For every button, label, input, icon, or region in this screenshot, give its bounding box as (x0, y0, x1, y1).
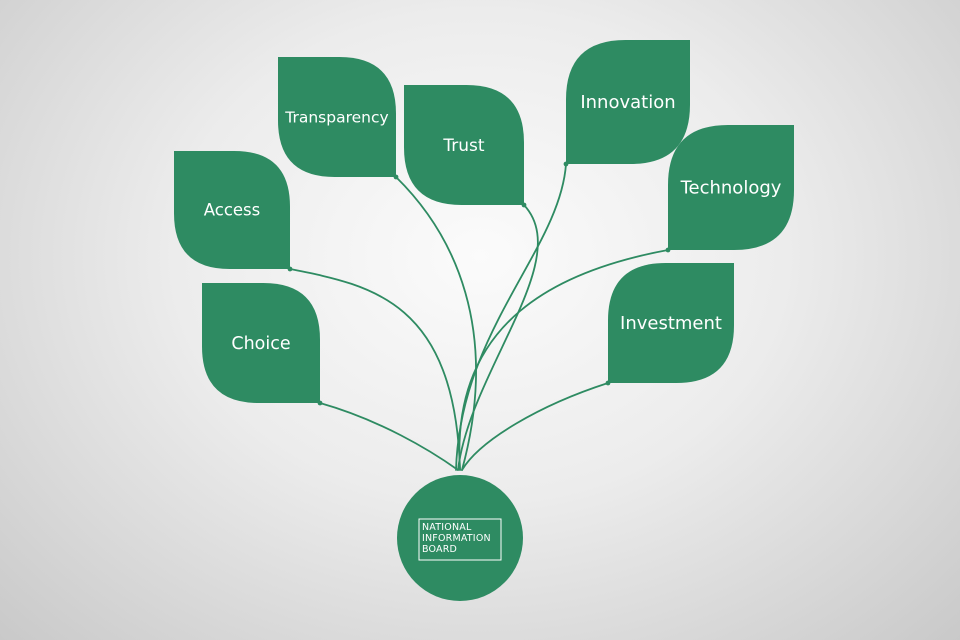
leaf-label-technology: Technology (680, 178, 782, 199)
leaf-label-investment: Investment (620, 313, 722, 334)
stem-transparency (395, 176, 477, 471)
leaf-technology: Technology (668, 125, 794, 250)
leaf-label-trust: Trust (442, 136, 485, 156)
leaf-trust: Trust (404, 85, 524, 205)
stem-investment (461, 382, 609, 471)
leaf-shape-access (174, 151, 290, 269)
stem-trust (457, 204, 539, 471)
leaf-investment: Investment (608, 263, 734, 383)
stem-technology (458, 249, 669, 471)
leaf-shape-technology (668, 125, 794, 250)
leaf-shape-transparency (278, 57, 396, 177)
leaf-shape-innovation (566, 40, 690, 164)
leaf-label-transparency: Transparency (284, 109, 388, 127)
leaf-choice: Choice (202, 283, 320, 403)
national-information-board-logo: NATIONAL INFORMATION BOARD (418, 518, 502, 561)
hub-disc (397, 475, 523, 601)
leaf-access: Access (174, 151, 290, 269)
stem-access (289, 268, 461, 471)
logo-line-3: BOARD (422, 544, 457, 555)
leaf-shape-investment (608, 263, 734, 383)
logo-frame (418, 518, 502, 561)
leaf-shape-choice (202, 283, 320, 403)
leaf-label-access: Access (204, 201, 261, 220)
leaf-transparency: Transparency (278, 57, 396, 177)
hub-circle: NATIONAL INFORMATION BOARD (397, 475, 523, 601)
stem-choice (319, 402, 459, 471)
leaf-label-choice: Choice (231, 334, 290, 354)
leaf-label-innovation: Innovation (580, 92, 675, 113)
logo-line-2: INFORMATION (422, 533, 491, 544)
logo-line-1: NATIONAL (422, 522, 472, 533)
leaf-shape-trust (404, 85, 524, 205)
leaf-innovation: Innovation (566, 40, 690, 164)
